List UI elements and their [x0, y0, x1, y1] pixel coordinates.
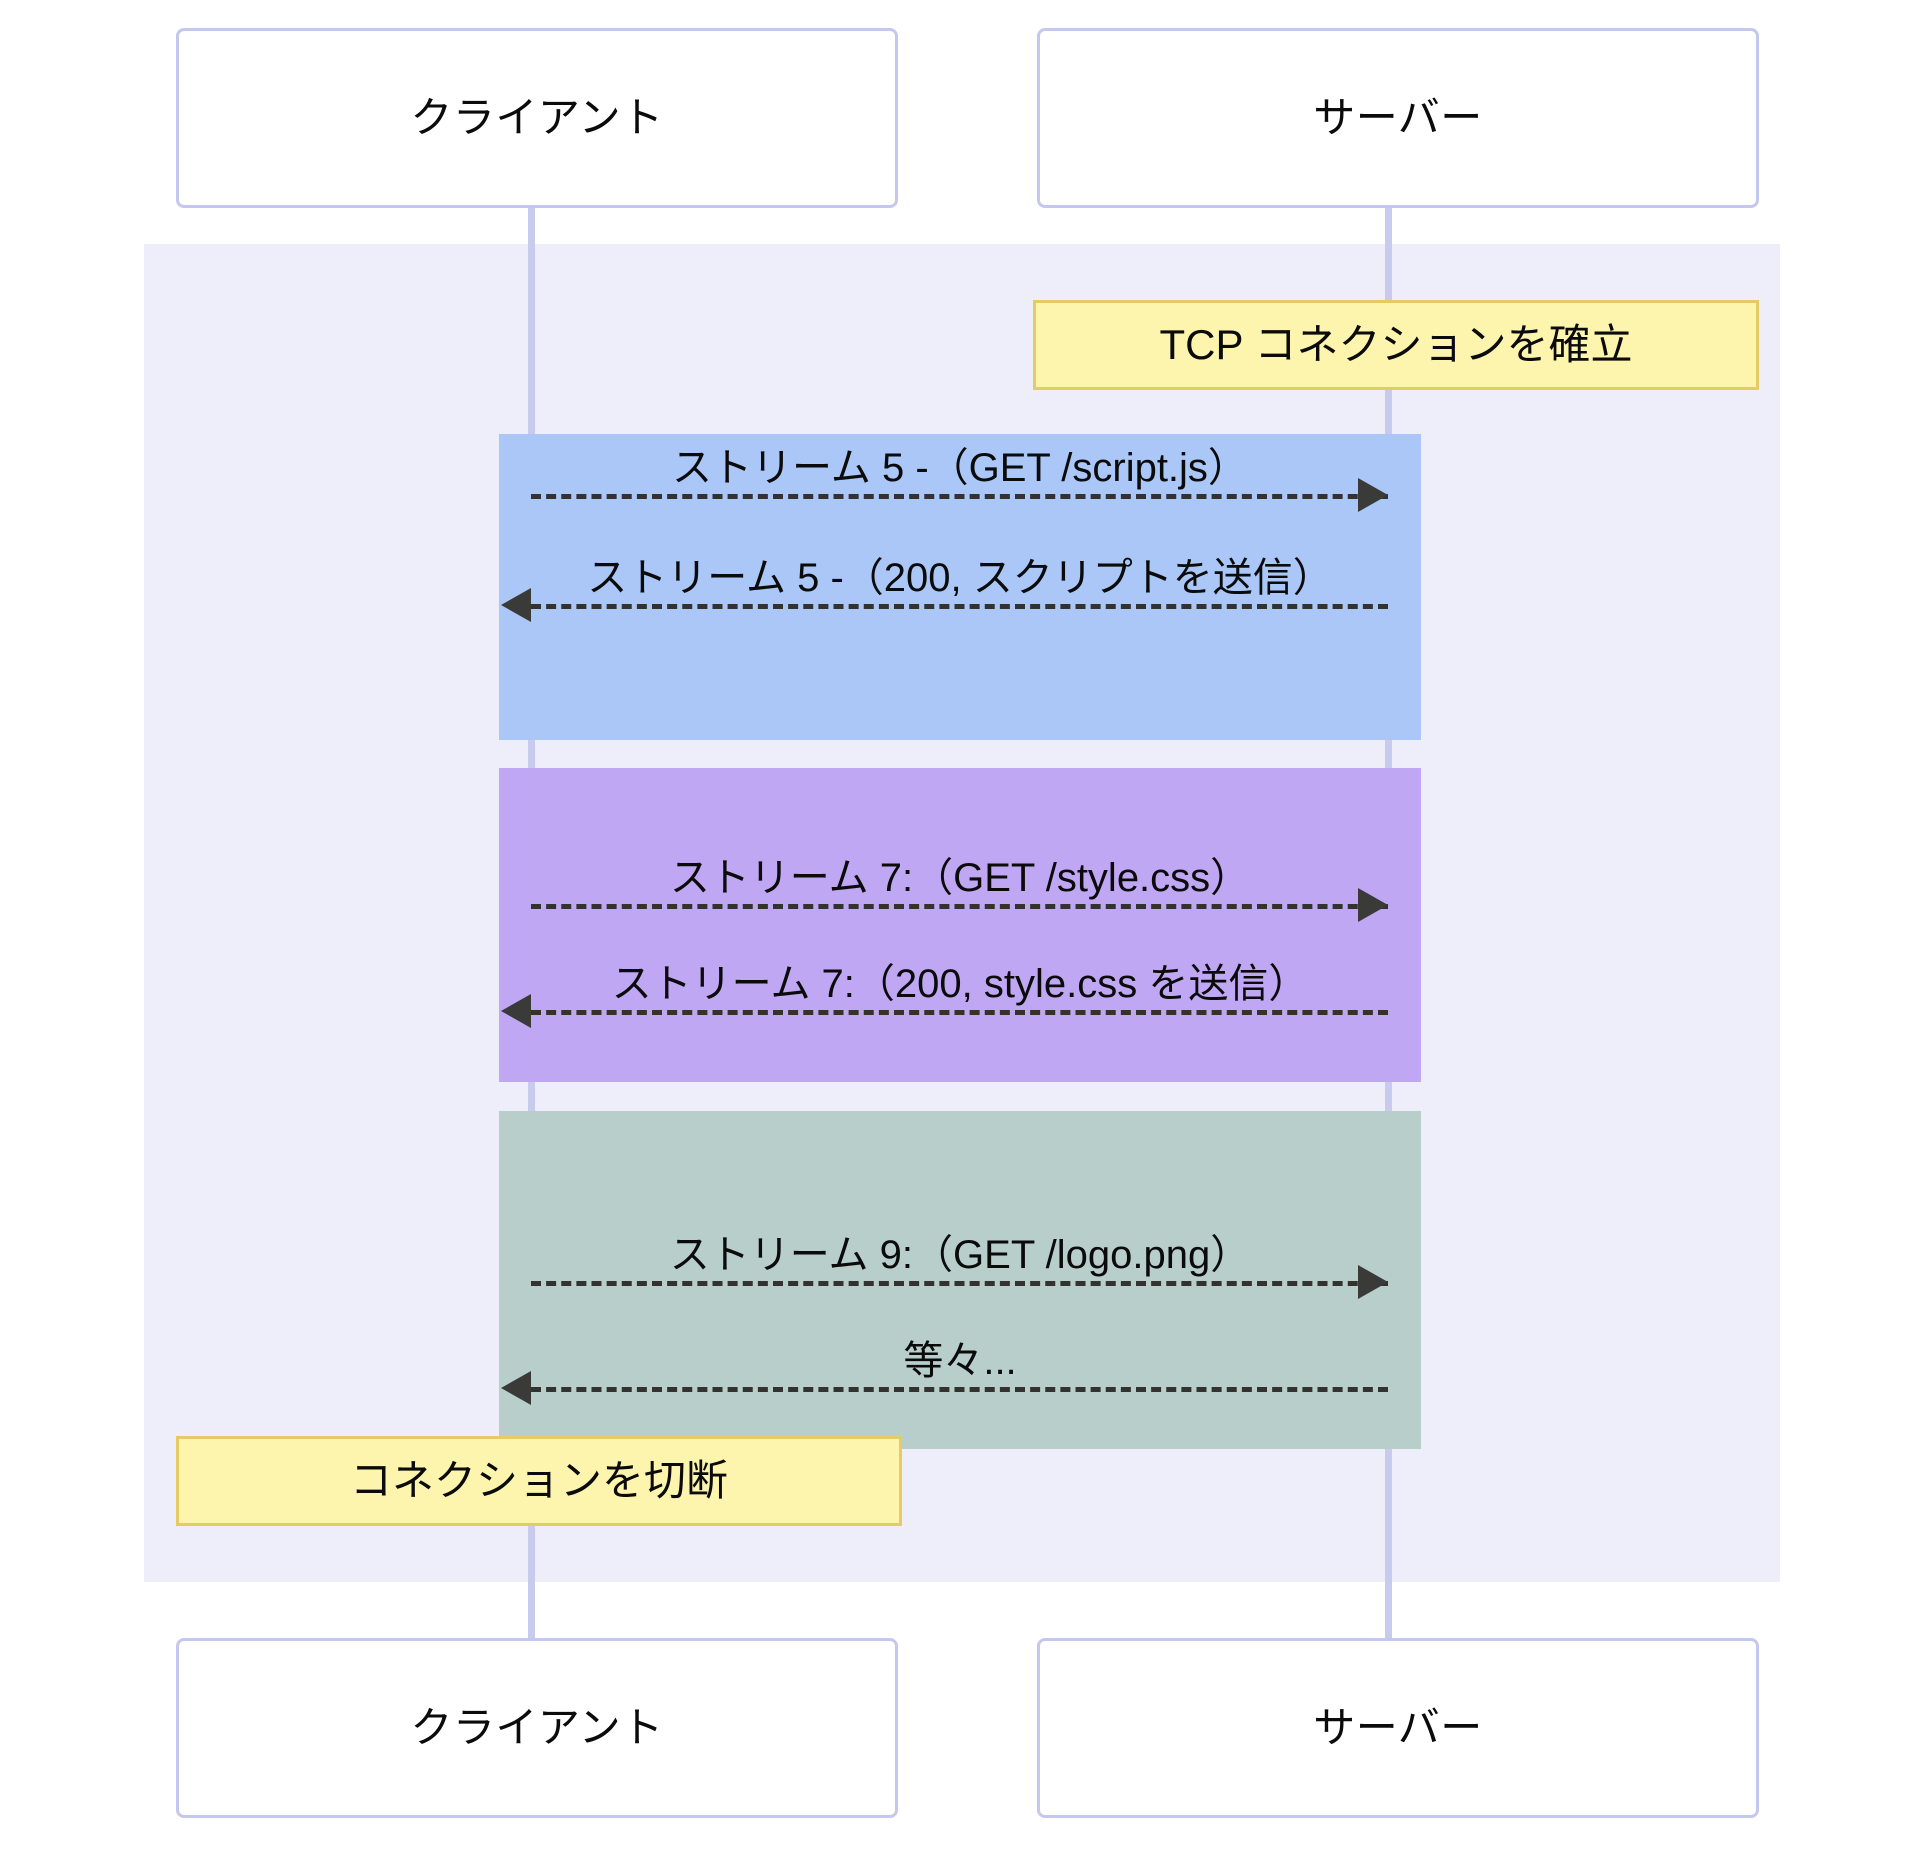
- arrow-left-icon: [501, 994, 531, 1028]
- message-label-stream5-response: ストリーム 5 -（200, スクリプトを送信）: [587, 556, 1333, 600]
- message-label-stream7-request: ストリーム 7:（GET /style.css）: [669, 856, 1251, 900]
- note-tcp-connect[interactable]: TCP コネクションを確立: [1033, 300, 1759, 390]
- message-label-stream7-response: ストリーム 7:（200, style.css を送信）: [611, 962, 1309, 1006]
- message-line-stream9-response: [531, 1387, 1388, 1392]
- participant-box-client-bottom[interactable]: クライアント: [176, 1638, 898, 1818]
- note-tcp-connect-label: TCP コネクションを確立: [1159, 321, 1633, 368]
- note-disconnect-label: コネクションを切断: [349, 1457, 728, 1504]
- participant-box-server-bottom[interactable]: サーバー: [1037, 1638, 1759, 1818]
- participant-label-server-top: サーバー: [1313, 94, 1483, 141]
- message-line-stream9-request: [531, 1281, 1388, 1286]
- stream-block-5: ストリーム 5 -（GET /script.js） ストリーム 5 -（200,…: [499, 434, 1421, 740]
- message-line-stream7-request: [531, 904, 1388, 909]
- message-line-stream5-response: [531, 604, 1388, 609]
- message-label-stream5-request: ストリーム 5 -（GET /script.js）: [672, 446, 1248, 490]
- arrow-left-icon: [501, 588, 531, 622]
- message-label-stream9-response: 等々...: [903, 1339, 1017, 1383]
- message-line-stream7-response: [531, 1010, 1388, 1015]
- stream-block-9: ストリーム 9:（GET /logo.png） 等々...: [499, 1111, 1421, 1449]
- arrow-right-icon: [1358, 888, 1388, 922]
- message-label-stream9-request: ストリーム 9:（GET /logo.png）: [669, 1233, 1251, 1277]
- participant-label-server-bottom: サーバー: [1313, 1704, 1483, 1751]
- participant-label-client-top: クライアント: [410, 94, 664, 141]
- participant-label-client-bottom: クライアント: [410, 1704, 664, 1751]
- arrow-right-icon: [1358, 478, 1388, 512]
- stream-block-7: ストリーム 7:（GET /style.css） ストリーム 7:（200, s…: [499, 768, 1421, 1082]
- participant-box-server-top[interactable]: サーバー: [1037, 28, 1759, 208]
- arrow-left-icon: [501, 1371, 531, 1405]
- message-line-stream5-request: [531, 494, 1388, 499]
- participant-box-client-top[interactable]: クライアント: [176, 28, 898, 208]
- note-disconnect[interactable]: コネクションを切断: [176, 1436, 902, 1526]
- arrow-right-icon: [1358, 1265, 1388, 1299]
